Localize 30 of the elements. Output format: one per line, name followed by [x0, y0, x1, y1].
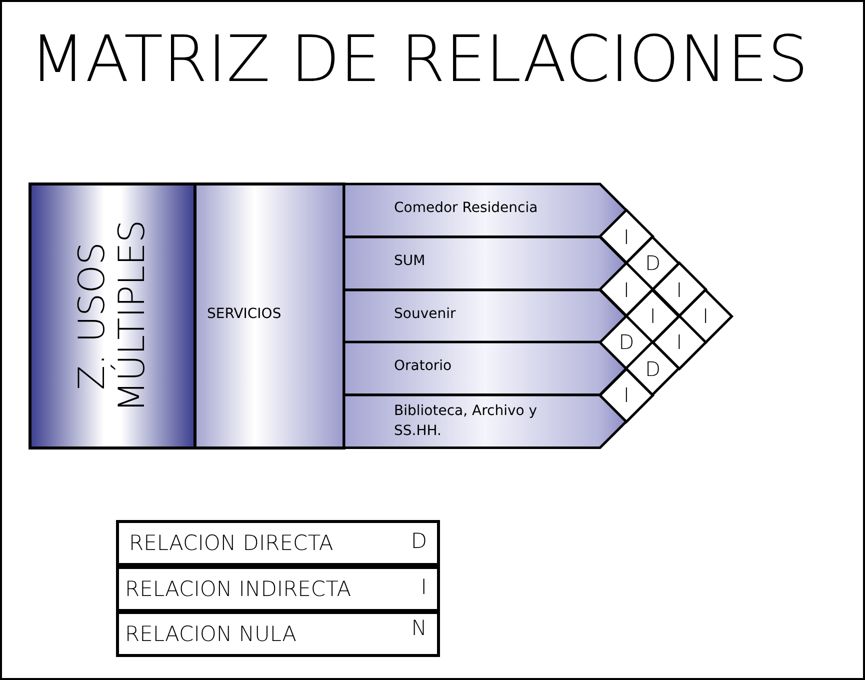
space-row	[344, 395, 626, 448]
space-label: Comedor Residencia	[394, 199, 539, 218]
relation-code: I	[622, 382, 630, 408]
relation-code: I	[675, 329, 684, 356]
space-label: Biblioteca, Archivo y SS.HH.	[394, 402, 538, 442]
key-code: N	[411, 616, 427, 640]
key-text: RELACION INDIRECTA	[125, 576, 352, 600]
category-column	[195, 184, 344, 448]
relation-code: D	[644, 356, 662, 382]
relation-code: D	[618, 329, 636, 356]
key-code: D	[410, 529, 427, 553]
key-text: RELACION NULA	[125, 622, 296, 646]
relation-code: D	[644, 250, 662, 276]
zone-column	[30, 184, 195, 448]
key-text: RELACION DIRECTA	[129, 531, 334, 555]
zone-title: Z. USOS MÚLTIPLES	[72, 218, 152, 414]
key-code: I	[420, 574, 427, 598]
relation-code: I	[648, 302, 657, 329]
relation-code: I	[622, 276, 630, 303]
space-label: SUM	[394, 252, 426, 271]
relation-diamond	[679, 290, 732, 342]
relation-code: I	[622, 224, 630, 250]
space-row	[344, 184, 626, 237]
space-label: Souvenir	[394, 304, 457, 324]
relation-code: I	[702, 302, 710, 329]
space-row	[344, 236, 626, 290]
space-label: Oratorio	[394, 357, 453, 376]
title: MATRIZ DE RELACIONES	[30, 22, 808, 99]
relation-code: I	[675, 276, 684, 303]
category-label: SERVICIOS	[207, 306, 282, 322]
